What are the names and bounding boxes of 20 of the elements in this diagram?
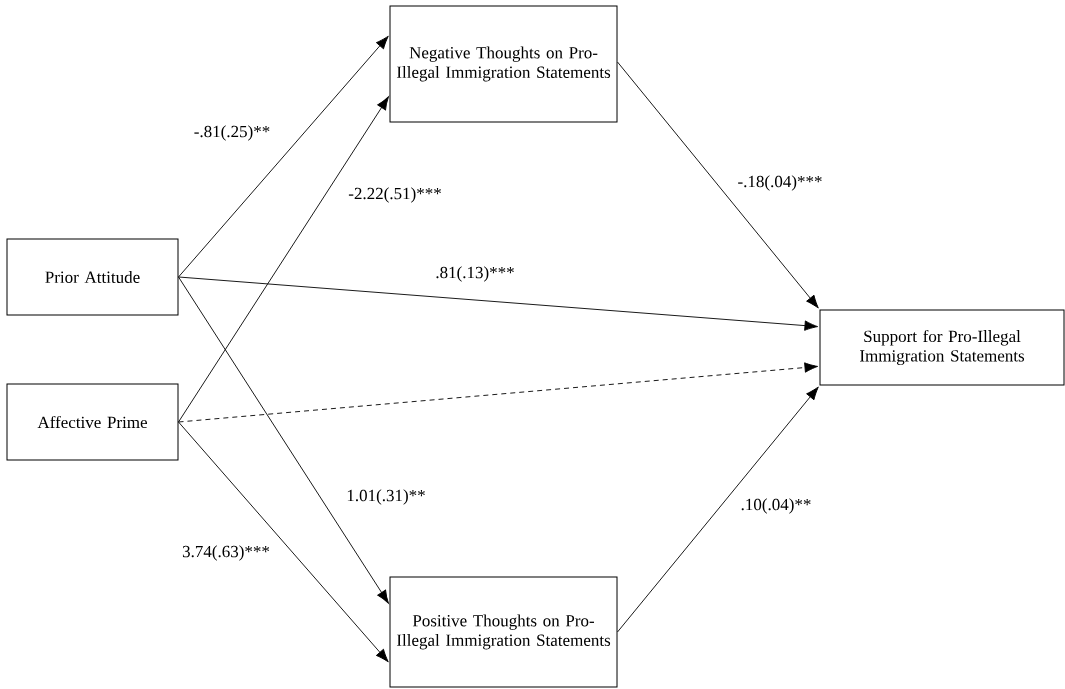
variable-box: Prior Attitude	[6, 238, 179, 316]
edge-label: -.18(.04)***	[738, 175, 822, 191]
arrow	[178, 276, 819, 331]
variable-box: Positive Thoughts on Pro-Illegal Immigration Statements	[389, 576, 618, 688]
arrow	[617, 386, 819, 633]
variable-box: Support for Pro-Illegal Immigration Statements	[819, 309, 1065, 386]
edge-label: -2.22(.51)***	[348, 187, 441, 203]
edge-label: 1.01(.31)**	[347, 489, 425, 505]
edge-label: 3.74(.63)***	[182, 545, 270, 561]
edge-label: .10(.04)**	[741, 498, 811, 514]
variable-box: Affective Prime	[6, 383, 179, 461]
arrow	[178, 362, 819, 423]
arrow	[178, 35, 389, 278]
arrow	[178, 421, 389, 663]
edge-label: -.81(.25)**	[194, 125, 270, 141]
arrow	[178, 276, 389, 604]
variable-box: Negative Thoughts on Pro-Illegal Immigration Statements	[389, 5, 618, 123]
arrow	[178, 96, 389, 423]
arrow	[617, 61, 819, 309]
edge-label: .81(.13)***	[436, 266, 514, 282]
